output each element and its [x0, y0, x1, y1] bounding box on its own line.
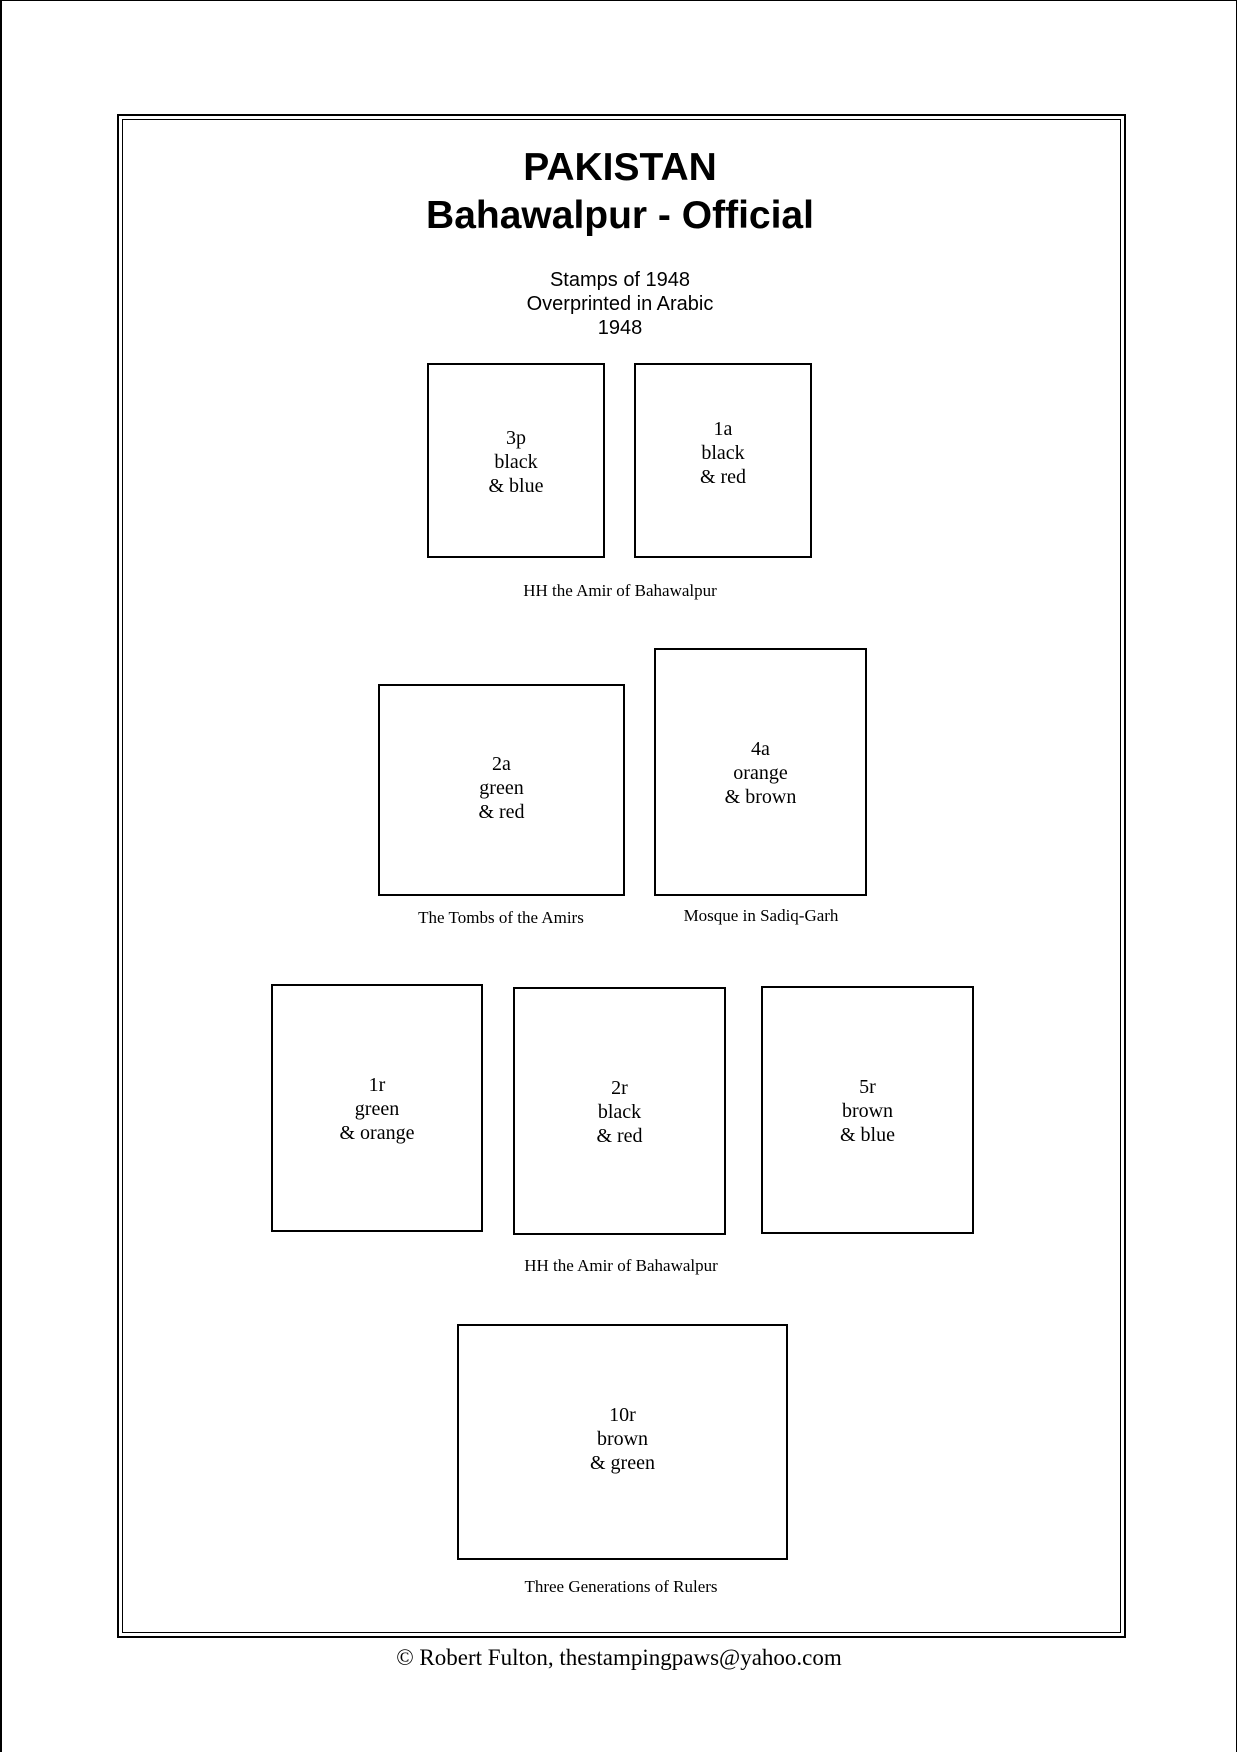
stamp-value: 2a: [492, 753, 511, 775]
album-frame-inner: [122, 119, 1121, 1633]
stamp-value: 10r: [609, 1404, 636, 1426]
stamp-color-secondary: & blue: [840, 1124, 895, 1146]
caption-row-4: Three Generations of Rulers: [524, 1577, 718, 1596]
stamp-color: brown: [841, 1100, 894, 1122]
page-subtitle: Stamps of 1948 Overprinted in Arabic 194…: [0, 268, 1240, 340]
album-frame-outer: [117, 114, 1126, 1638]
stamp-value: 2r: [611, 1077, 628, 1099]
title-region: Bahawalpur - Official: [426, 194, 814, 237]
stamp-color-secondary: & red: [699, 466, 747, 488]
title-country: PAKISTAN: [523, 146, 717, 189]
caption-tombs: The Tombs of the Amirs: [418, 908, 584, 927]
subtitle-line-1: Stamps of 1948: [549, 269, 691, 291]
stamp-color-secondary: & brown: [724, 786, 797, 808]
stamp-box-5r: 5r brown & blue: [761, 986, 974, 1234]
stamp-color: green: [354, 1098, 400, 1120]
stamp-box-4a: 4a orange & brown: [654, 648, 867, 896]
stamp-value: 3p: [506, 427, 526, 449]
stamp-color-secondary: & green: [590, 1452, 655, 1474]
stamp-color-secondary: & blue: [488, 475, 544, 497]
stamp-box-2a: 2a green & red: [378, 684, 625, 896]
stamp-color: black: [701, 442, 745, 464]
page-title: PAKISTAN Bahawalpur - Official: [0, 144, 1240, 240]
stamp-color: brown: [596, 1428, 649, 1450]
stamp-box-10r: 10r brown & green: [457, 1324, 788, 1560]
stamp-color-secondary: & red: [478, 801, 525, 823]
stamp-box-1r: 1r green & orange: [271, 984, 483, 1232]
stamp-color-secondary: & orange: [339, 1122, 415, 1144]
stamp-value: 4a: [751, 738, 770, 760]
stamp-box-1a: 1a black & red: [634, 363, 812, 558]
stamp-color: green: [479, 777, 524, 799]
subtitle-line-3: 1948: [597, 317, 643, 339]
caption-mosque: Mosque in Sadiq-Garh: [683, 906, 839, 925]
subtitle-line-2: Overprinted in Arabic: [526, 293, 714, 315]
stamp-value: 1a: [713, 418, 733, 440]
stamp-color: orange: [733, 762, 788, 784]
footer-copyright: © Robert Fulton, thestampingpaws@yahoo.c…: [396, 1645, 842, 1670]
caption-row-1: HH the Amir of Bahawalpur: [523, 581, 717, 600]
caption-row-3: HH the Amir of Bahawalpur: [524, 1256, 718, 1275]
stamp-value: 1r: [368, 1074, 386, 1096]
stamp-box-2r: 2r black & red: [513, 987, 726, 1235]
stamp-color: black: [494, 451, 538, 473]
stamp-value: 5r: [859, 1076, 876, 1098]
stamp-color-secondary: & red: [596, 1125, 643, 1147]
stamp-box-3p: 3p black & blue: [427, 363, 605, 558]
stamp-color: black: [597, 1101, 642, 1123]
